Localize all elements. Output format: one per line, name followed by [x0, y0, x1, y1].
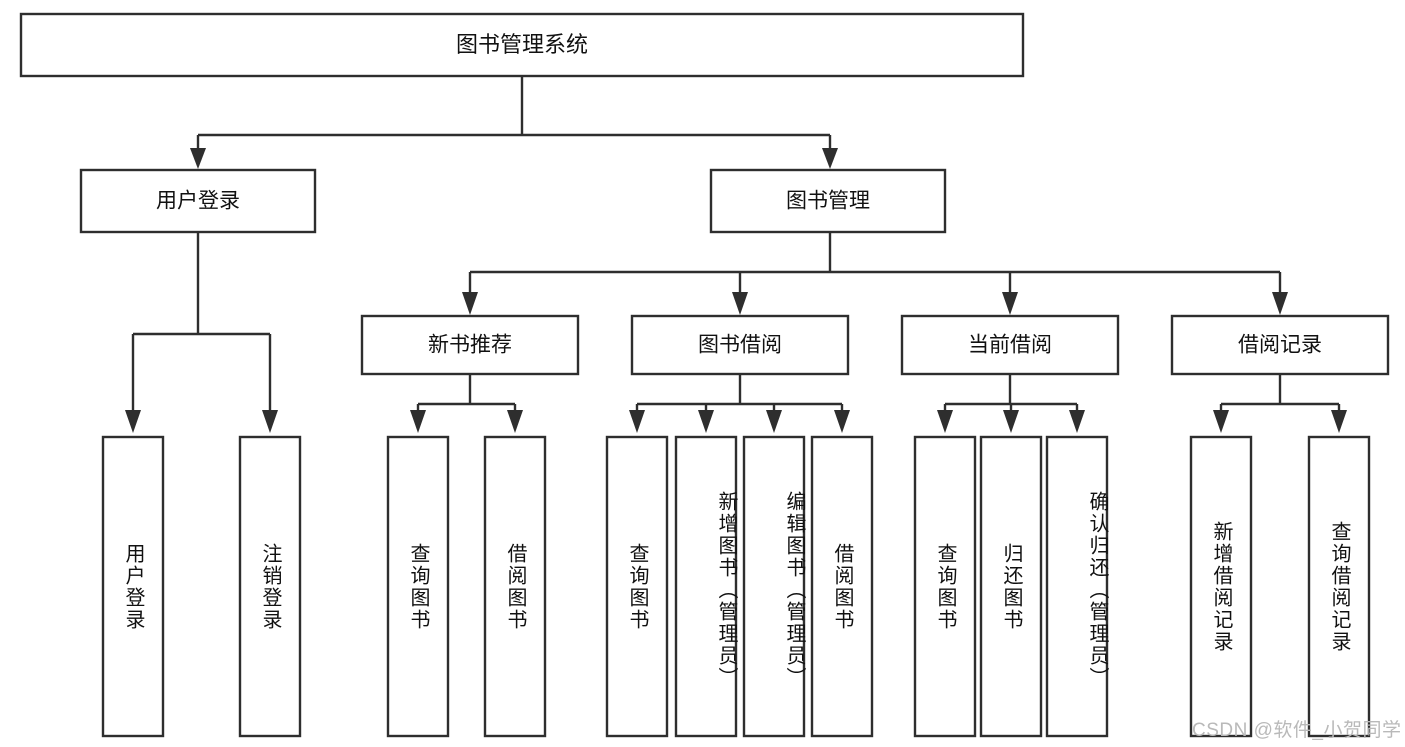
connector-currentborrow-to-leaves [937, 374, 1085, 433]
connector-borrowrecord-to-leaves [1213, 374, 1347, 433]
node-root-label: 图书管理系统 [456, 32, 588, 57]
leaf-return-book[interactable] [979, 435, 1043, 738]
leaf-borrow-book[interactable] [810, 435, 874, 738]
connector-bookmgmt-to-level3 [462, 232, 1288, 315]
node-book-borrow-label: 图书借阅 [698, 334, 782, 357]
node-current-borrow[interactable] [900, 314, 1120, 376]
node-book-borrow[interactable] [630, 314, 850, 376]
csdn-watermark: CSDN @软件_小贺同学 [1192, 720, 1402, 741]
node-book-management[interactable] [709, 168, 947, 234]
node-new-book-recommend-label: 新书推荐 [428, 334, 512, 357]
node-user-login-label: 用户登录 [156, 190, 240, 213]
node-user-login[interactable] [79, 168, 317, 234]
node-new-book-recommend[interactable] [360, 314, 580, 376]
leaf-query-book-recommend[interactable] [386, 435, 450, 738]
leaf-borrow-book-recommend[interactable] [483, 435, 547, 738]
leaf-query-book-borrow[interactable] [605, 435, 669, 738]
connector-newbook-to-leaves [410, 374, 523, 433]
connector-bookborrow-to-leaves [629, 374, 850, 433]
leaf-add-borrow-record[interactable] [1189, 435, 1253, 738]
node-borrow-record[interactable] [1170, 314, 1390, 376]
node-borrow-record-label: 借阅记录 [1238, 334, 1322, 357]
node-book-management-label: 图书管理 [786, 190, 870, 213]
node-root-book-management-system[interactable] [19, 12, 1025, 78]
leaf-query-book-current[interactable] [913, 435, 977, 738]
node-current-borrow-label: 当前借阅 [968, 334, 1052, 357]
leaf-query-borrow-record[interactable] [1307, 435, 1371, 738]
connector-userlogin-to-leaves [125, 232, 278, 433]
leaf-user-login[interactable] [101, 435, 165, 738]
leaf-add-book-admin[interactable] [674, 435, 738, 738]
leaf-confirm-return-admin[interactable] [1045, 435, 1109, 738]
leaf-edit-book-admin[interactable] [742, 435, 806, 738]
leaf-logout-login[interactable] [238, 435, 302, 738]
connector-root-to-level2 [190, 76, 838, 169]
